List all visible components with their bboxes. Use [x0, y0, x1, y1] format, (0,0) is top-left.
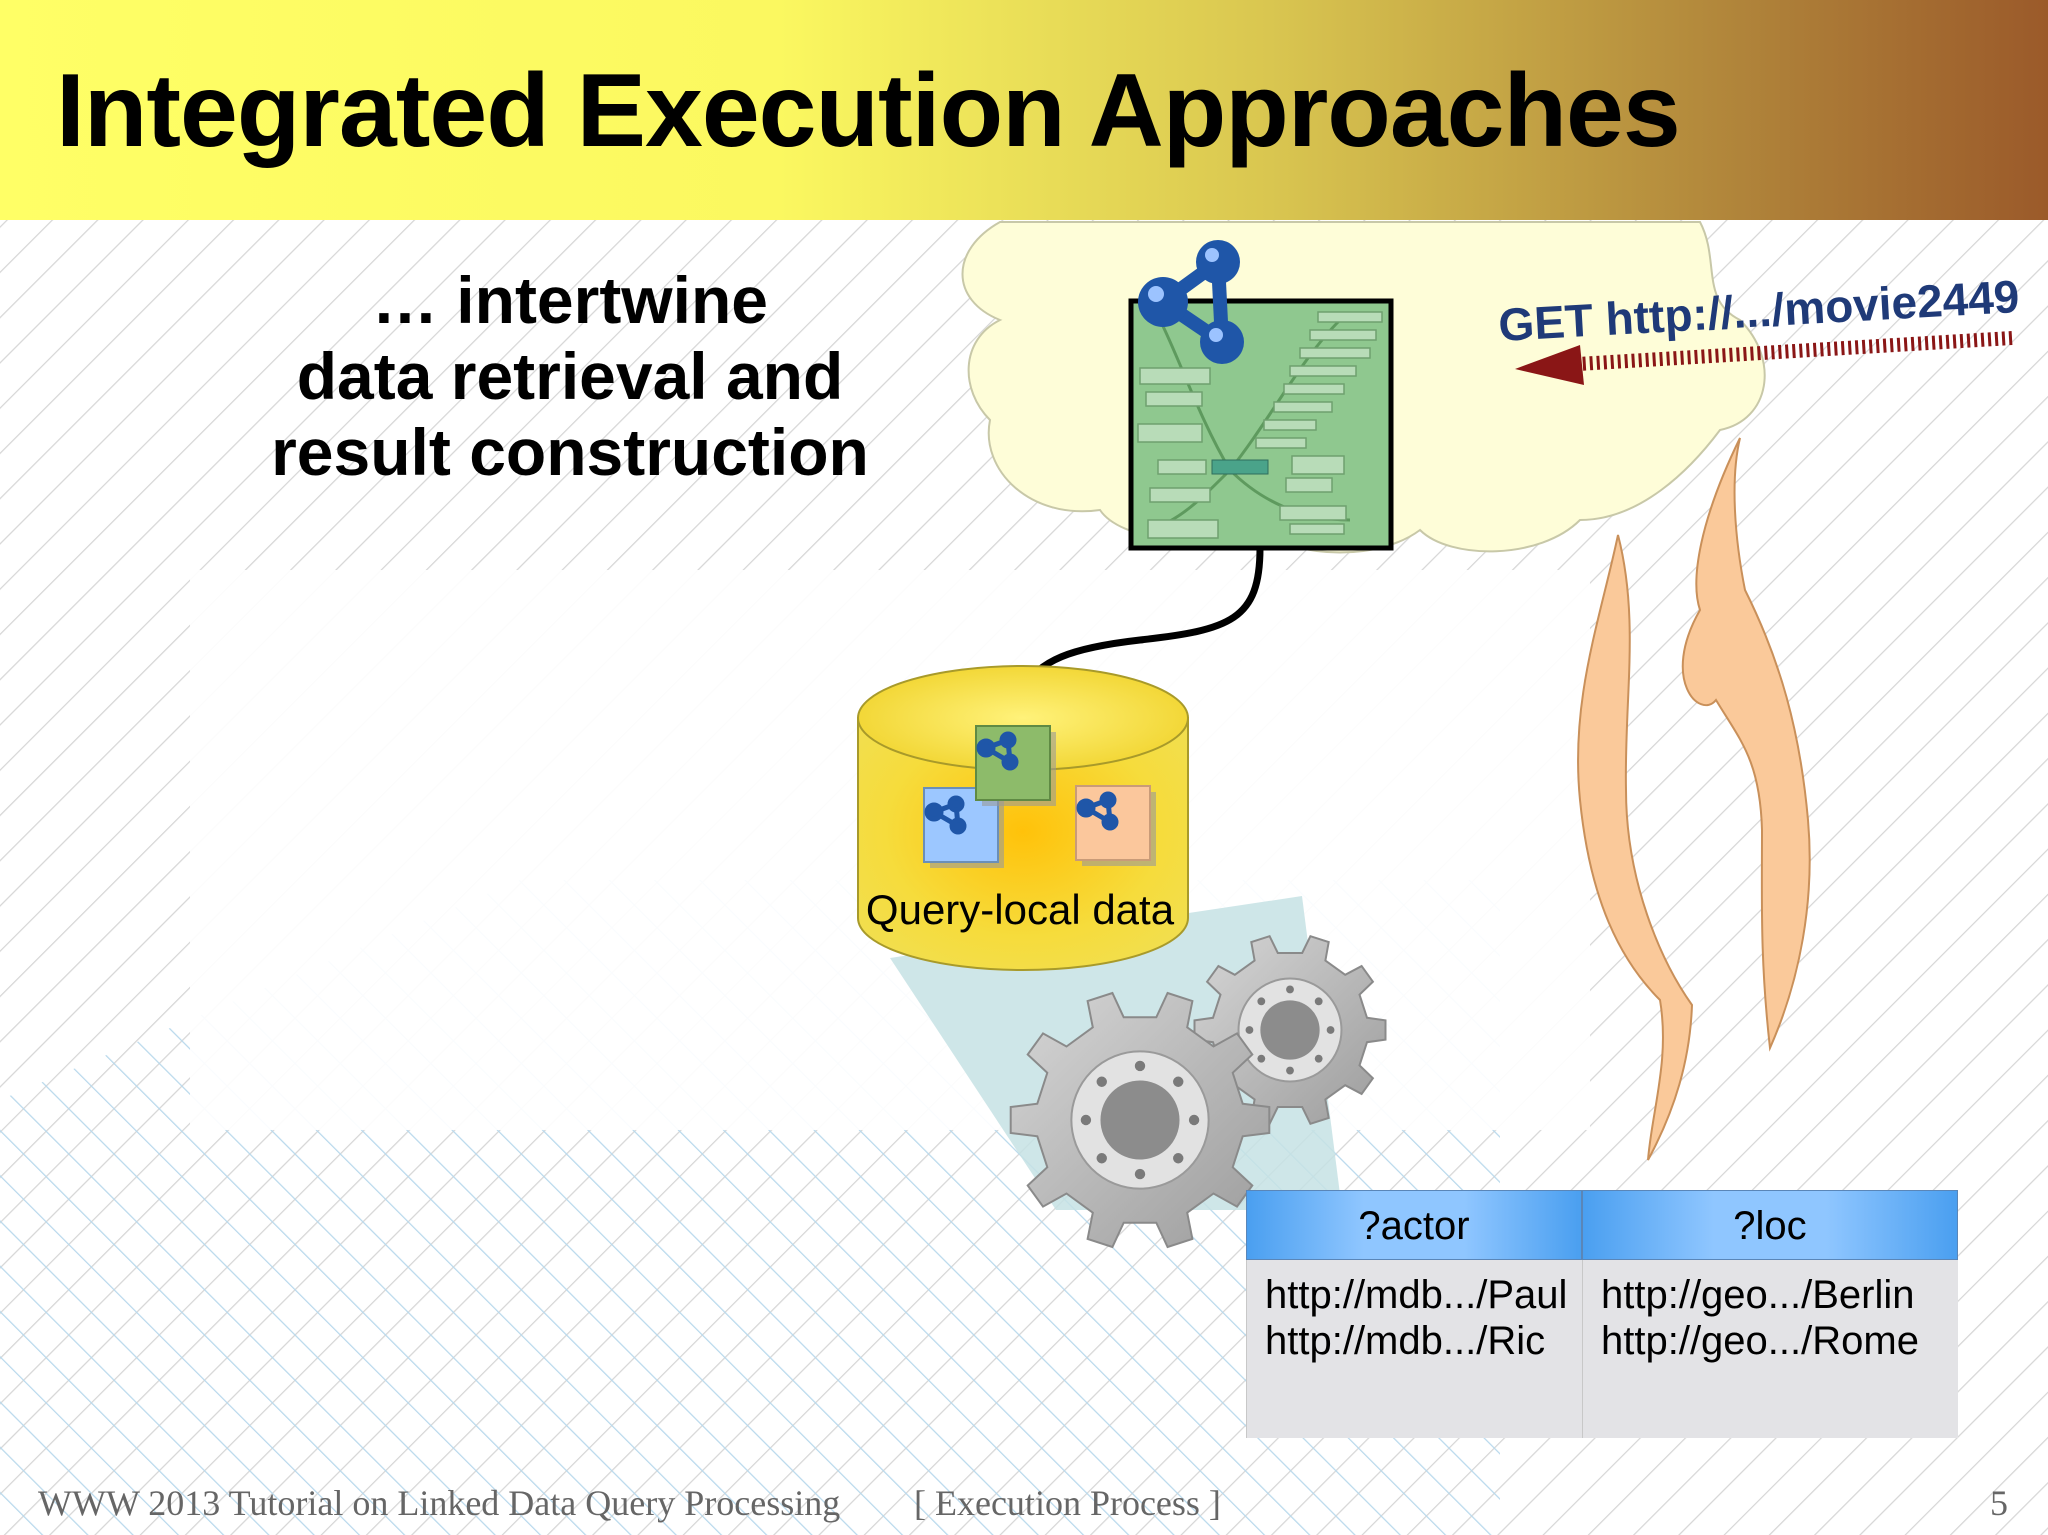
gear-icon — [1193, 934, 1387, 1126]
rdf-logo-icon — [1138, 240, 1244, 364]
main-statement: … intertwine data retrieval and result c… — [240, 262, 900, 490]
rdf-logo-icon — [976, 731, 1019, 771]
database-label: Query-local data — [865, 886, 1175, 933]
footer-section: [ Execution Process ] — [914, 1483, 1221, 1523]
table-cell: http://mdb.../Paul — [1265, 1273, 1568, 1317]
column-loc: http://geo.../Berlin http://geo.../Rome — [1582, 1260, 1958, 1438]
http-get-arrow — [1515, 331, 2013, 385]
table-cell: http://geo.../Rome — [1601, 1319, 1919, 1363]
rdf-logo-icon — [1076, 791, 1119, 831]
cycle-arrows-icon — [1577, 437, 1811, 1161]
graph-card-blue — [923, 787, 1004, 868]
gear-icon — [1009, 991, 1271, 1249]
graph-card-green — [975, 725, 1056, 806]
rdf-document — [1128, 298, 1394, 551]
statement-line: … intertwine — [371, 263, 769, 337]
graph-card-orange — [1075, 785, 1156, 866]
table-cell: http://geo.../Berlin — [1601, 1273, 1915, 1317]
column-actor: http://mdb.../Paul http://mdb.../Ric — [1246, 1260, 1582, 1438]
results-table: ?actor ?loc http://mdb.../Paul http://md… — [1246, 1190, 1958, 1438]
statement-line: result construction — [271, 415, 869, 489]
database-icon — [857, 665, 1189, 971]
statement-line: data retrieval and — [296, 339, 844, 413]
title-bar: Integrated Execution Approaches — [0, 0, 2048, 220]
column-header-actor: ?actor — [1246, 1190, 1582, 1260]
table-cell: http://mdb.../Ric — [1265, 1319, 1546, 1363]
slide-title: Integrated Execution Approaches — [56, 53, 1681, 169]
page-number: 5 — [1990, 1483, 2008, 1523]
gears — [1009, 934, 1387, 1249]
rdf-logo-icon — [924, 795, 967, 835]
footer-title: WWW 2013 Tutorial on Linked Data Query P… — [38, 1483, 841, 1523]
column-header-loc: ?loc — [1582, 1190, 1958, 1260]
